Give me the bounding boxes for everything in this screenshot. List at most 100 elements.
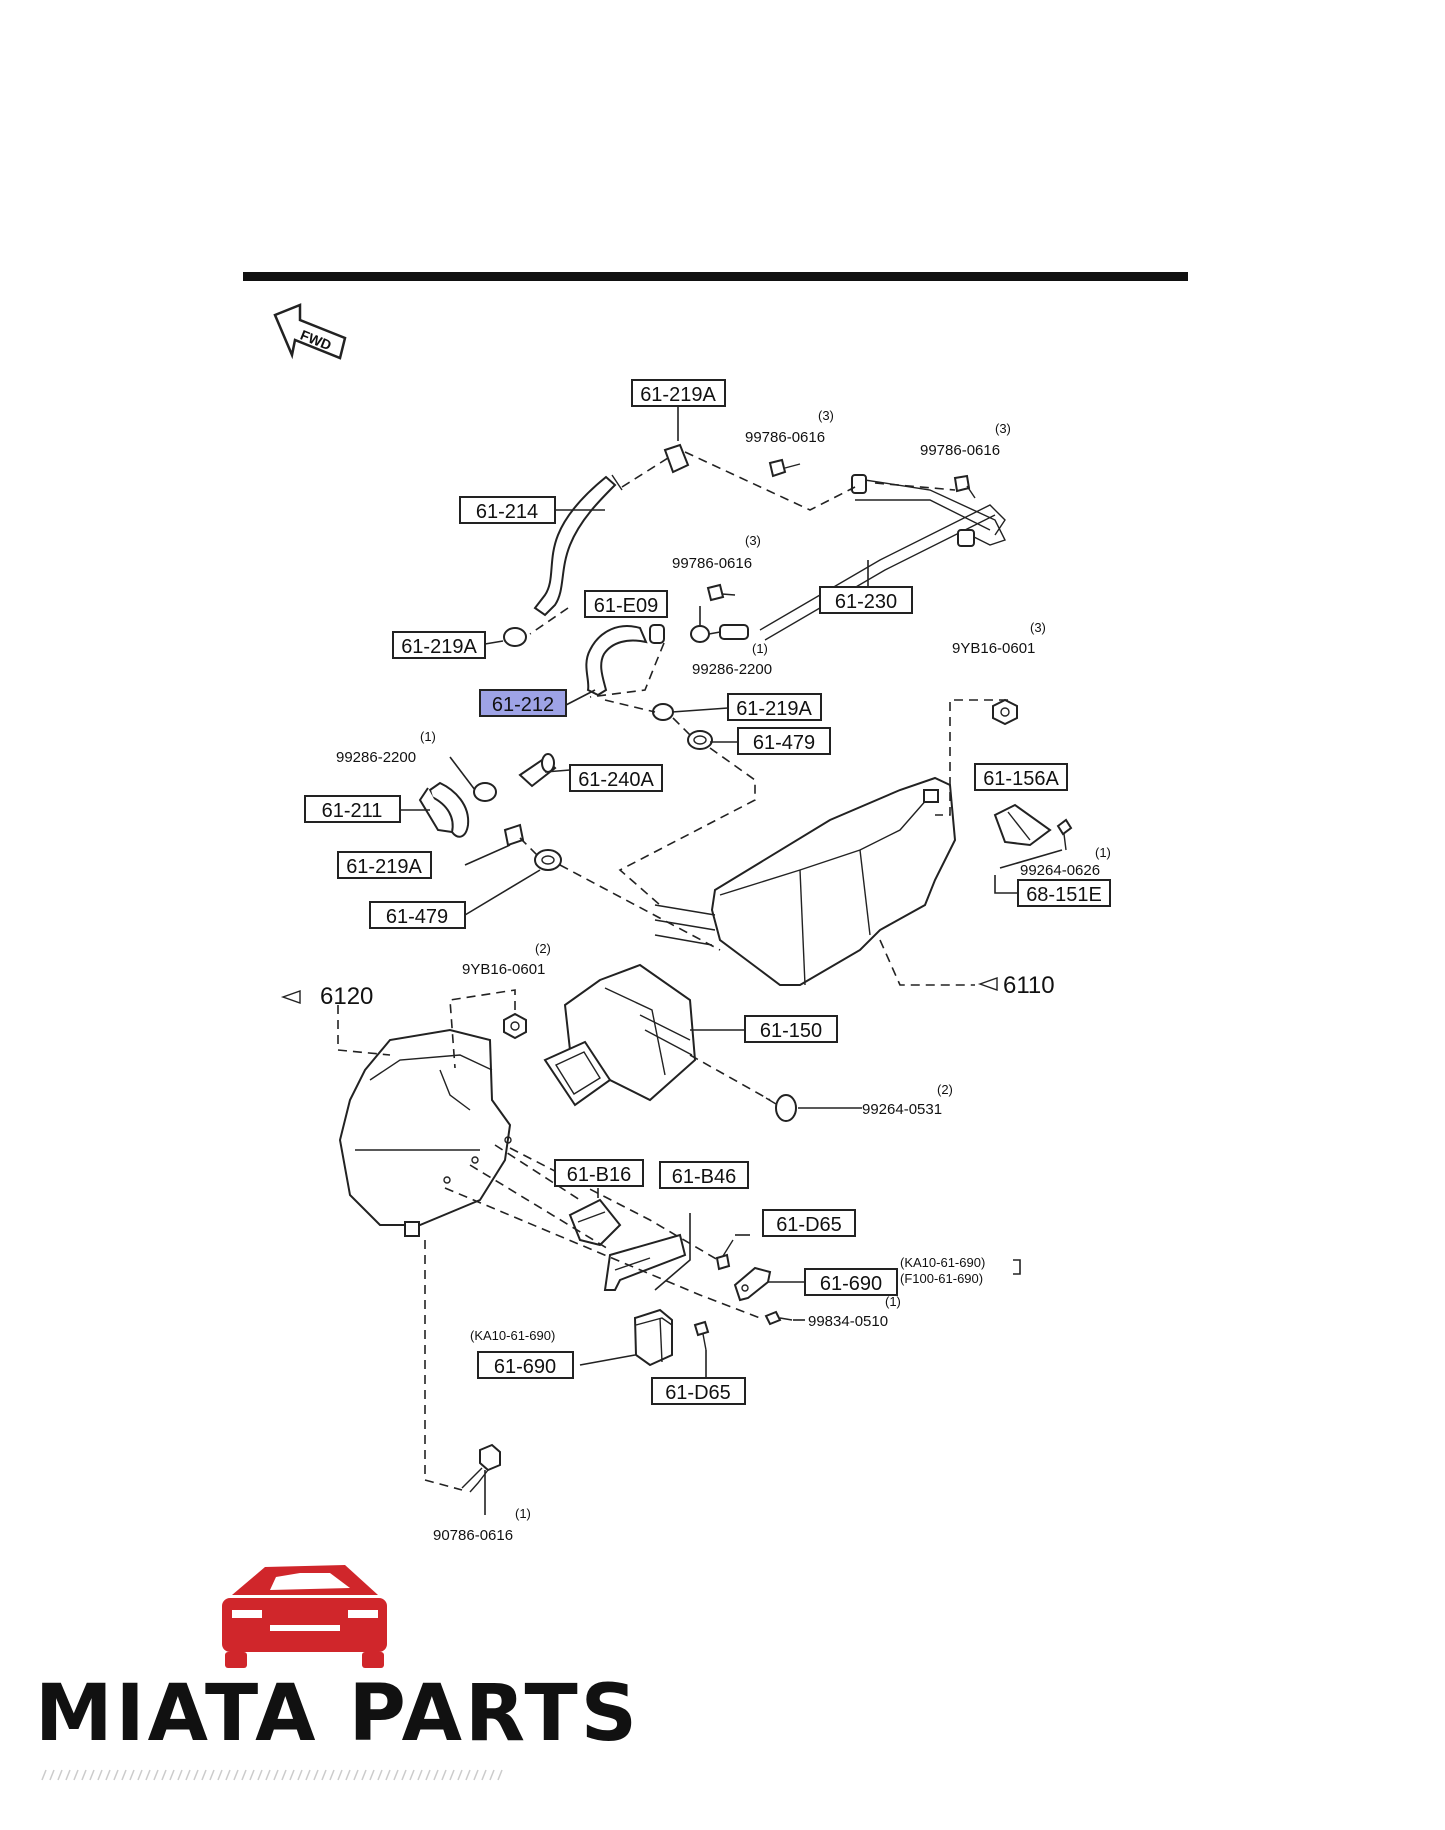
stripe-hatch bbox=[225, 1769, 231, 1781]
duct-61-150-drawing bbox=[543, 963, 697, 1107]
clamp-small-left-drawing bbox=[473, 782, 497, 802]
fwd-arrow-icon: FWD bbox=[273, 303, 347, 360]
svg-text:61-E09: 61-E09 bbox=[594, 595, 659, 617]
bolt-D65-lower-drawing bbox=[693, 1320, 710, 1351]
screw-99834-0510-drawing bbox=[764, 1310, 793, 1326]
bracket-61-B46-drawing bbox=[603, 1233, 687, 1291]
svg-text:(1): (1) bbox=[885, 1294, 901, 1309]
bolt-90786-0616-drawing bbox=[461, 1443, 501, 1493]
bolt-upper-3-drawing bbox=[706, 583, 736, 602]
stripe-hatch bbox=[129, 1769, 135, 1781]
stripe-hatch bbox=[113, 1769, 119, 1781]
label-61-156A: 61-156A bbox=[974, 763, 1068, 791]
bolt-upper-2-drawing bbox=[953, 474, 976, 499]
bolt-upper-1-drawing bbox=[768, 458, 801, 478]
stripe-hatch bbox=[273, 1769, 279, 1781]
stripe-hatch bbox=[73, 1769, 79, 1781]
bracket-61-156A-drawing bbox=[993, 803, 1073, 851]
label-68-151E: 68-151E bbox=[1017, 879, 1111, 907]
svg-text:68-151E: 68-151E bbox=[1026, 884, 1102, 906]
stripe-hatch bbox=[465, 1769, 471, 1781]
svg-text:61-211: 61-211 bbox=[322, 800, 383, 822]
stripe-hatch bbox=[345, 1769, 351, 1781]
svg-text:90786-0616: 90786-0616 bbox=[433, 1527, 513, 1544]
stripe-hatch bbox=[265, 1769, 271, 1781]
stripe-hatch bbox=[417, 1769, 423, 1781]
svg-text:61-690: 61-690 bbox=[494, 1356, 556, 1378]
label-61-E09: 61-E09 bbox=[584, 590, 668, 618]
resonator-6110-drawing bbox=[654, 776, 957, 986]
label-61-219A-top: 61-219A bbox=[631, 379, 726, 407]
stripe-hatch bbox=[249, 1769, 255, 1781]
svg-text:61-156A: 61-156A bbox=[983, 768, 1059, 790]
svg-text:(1): (1) bbox=[752, 641, 768, 656]
ref-6120: 6120 bbox=[280, 983, 373, 1010]
stripe-hatch bbox=[233, 1769, 239, 1781]
label-61-150: 61-150 bbox=[744, 1015, 838, 1043]
stripe-hatch bbox=[353, 1769, 359, 1781]
stripe-hatch bbox=[369, 1769, 375, 1781]
label-61-690-left: 61-690 bbox=[477, 1351, 574, 1379]
stripe-hatch bbox=[49, 1769, 55, 1781]
hose-61-211-drawing bbox=[418, 781, 470, 838]
stripe-hatch bbox=[473, 1769, 479, 1781]
stripe-hatch bbox=[393, 1769, 399, 1781]
svg-text:61-230: 61-230 bbox=[835, 591, 897, 613]
hose-61-214-drawing bbox=[533, 474, 623, 617]
svg-text:(2): (2) bbox=[937, 1082, 953, 1097]
svg-text:(1): (1) bbox=[515, 1506, 531, 1521]
spec-labels: 99786-0616 (3) 99786-0616 (3) 99786-0616… bbox=[336, 408, 1111, 1544]
bolt-D65-upper-drawing bbox=[715, 1239, 734, 1271]
stripe-hatch bbox=[217, 1769, 223, 1781]
svg-text:61-479: 61-479 bbox=[386, 906, 448, 928]
clamp-top-drawing bbox=[663, 443, 690, 474]
header-rule bbox=[243, 272, 1188, 281]
svg-text:61-150: 61-150 bbox=[760, 1020, 822, 1042]
stripe-hatch bbox=[121, 1769, 127, 1781]
svg-text:(3): (3) bbox=[745, 533, 761, 548]
stripe-hatch bbox=[161, 1769, 167, 1781]
stripe-hatch bbox=[97, 1769, 103, 1781]
label-61-212: 61-212 bbox=[479, 689, 567, 717]
stripe-hatch bbox=[401, 1769, 407, 1781]
label-61-D65-lower: 61-D65 bbox=[651, 1377, 746, 1405]
stripe-hatch bbox=[193, 1769, 199, 1781]
svg-text:6110: 6110 bbox=[1003, 972, 1055, 999]
stripe-hatch bbox=[329, 1769, 335, 1781]
brand-logo: MIATA PARTS bbox=[35, 1565, 640, 1781]
svg-text:(KA10-61-690): (KA10-61-690) bbox=[900, 1255, 985, 1270]
svg-text:61-219A: 61-219A bbox=[401, 636, 477, 658]
svg-text:99786-0616: 99786-0616 bbox=[745, 429, 825, 446]
clip-99264-0531-drawing bbox=[765, 1094, 797, 1122]
svg-text:61-D65: 61-D65 bbox=[776, 1214, 842, 1236]
svg-text:(3): (3) bbox=[818, 408, 834, 423]
label-61-219A-low: 61-219A bbox=[337, 851, 432, 879]
stripe-hatch bbox=[441, 1769, 447, 1781]
stripe-hatch bbox=[297, 1769, 303, 1781]
stripe-hatch bbox=[457, 1769, 463, 1781]
car-logo-icon bbox=[222, 1565, 387, 1668]
svg-text:(3): (3) bbox=[1030, 620, 1046, 635]
relay-61-690-left-drawing bbox=[633, 1308, 673, 1367]
grommet-mid-drawing bbox=[687, 730, 713, 750]
stripe-hatch bbox=[41, 1769, 47, 1781]
label-61-D65-upper: 61-D65 bbox=[762, 1209, 856, 1237]
stripe-hatch bbox=[89, 1769, 95, 1781]
label-61-690-right: 61-690 bbox=[804, 1268, 898, 1296]
valve-61-240A-drawing bbox=[518, 753, 557, 788]
stripe-hatch bbox=[177, 1769, 183, 1781]
stripe-hatch bbox=[65, 1769, 71, 1781]
brand-name: MIATA PARTS bbox=[35, 1669, 640, 1759]
brand-stripe bbox=[41, 1769, 503, 1781]
clamp-left-drawing bbox=[503, 627, 527, 647]
stripe-hatch bbox=[169, 1769, 175, 1781]
svg-text:61-B46: 61-B46 bbox=[672, 1166, 737, 1188]
stripe-hatch bbox=[497, 1769, 503, 1781]
svg-text:(1): (1) bbox=[420, 729, 436, 744]
grommet-low-drawing bbox=[534, 849, 562, 871]
svg-text:99286-2200: 99286-2200 bbox=[692, 661, 772, 678]
svg-text:6120: 6120 bbox=[320, 983, 373, 1010]
pipe-61-230-drawing bbox=[759, 474, 1006, 641]
stripe-hatch bbox=[257, 1769, 263, 1781]
